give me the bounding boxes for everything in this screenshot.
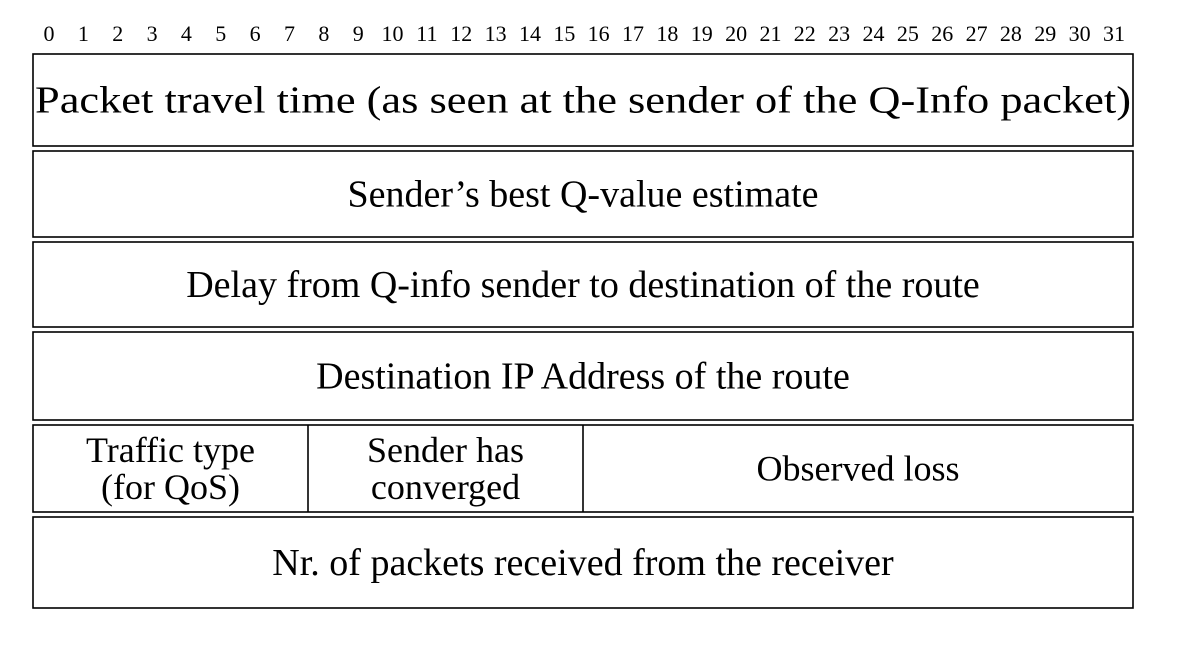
field-label: (for QoS) xyxy=(101,467,240,507)
bit-number-label: 25 xyxy=(897,21,919,46)
bit-number-label: 0 xyxy=(44,21,55,46)
row-border xyxy=(32,150,1134,238)
packet-field-table: Packet travel time (as seen at the sende… xyxy=(32,53,1134,609)
bit-number-label: 11 xyxy=(416,21,437,46)
packet-row: Destination IP Address of the route xyxy=(32,331,1134,421)
bit-number-label: 31 xyxy=(1103,21,1125,46)
field-label: Observed loss xyxy=(757,448,960,488)
bit-number-label: 10 xyxy=(382,21,404,46)
bit-number-label: 6 xyxy=(250,21,261,46)
bit-number-label: 19 xyxy=(691,21,713,46)
bit-number-label: 16 xyxy=(588,21,610,46)
bit-number-label: 26 xyxy=(931,21,953,46)
bit-number-label: 15 xyxy=(553,21,575,46)
bit-number-label: 1 xyxy=(78,21,89,46)
packet-row: Traffic type(for QoS) Sender hasconverged… xyxy=(32,424,1134,513)
field-label: Packet travel time (as seen at the sende… xyxy=(35,80,1131,122)
row-border xyxy=(32,53,1134,147)
field-label: Nr. of packets received from the receive… xyxy=(272,542,894,584)
bit-number-label: 20 xyxy=(725,21,747,46)
bit-number-label: 17 xyxy=(622,21,644,46)
field-label: Sender has xyxy=(367,430,524,470)
bit-number-label: 13 xyxy=(485,21,507,46)
field-label: converged xyxy=(371,467,520,507)
packet-row: Delay from Q-info sender to destination … xyxy=(32,241,1134,328)
field-label: Traffic type xyxy=(86,430,255,470)
row-border xyxy=(32,516,1134,609)
bit-number-label: 24 xyxy=(863,21,885,46)
bit-number-label: 18 xyxy=(656,21,678,46)
packet-row: Sender’s best Q-value estimate xyxy=(32,150,1134,238)
bit-number-label: 3 xyxy=(147,21,158,46)
bit-number-label: 28 xyxy=(1000,21,1022,46)
packet-row: Nr. of packets received from the receive… xyxy=(32,516,1134,609)
packet-row: Packet travel time (as seen at the sende… xyxy=(32,53,1134,147)
bit-number-label: 5 xyxy=(215,21,226,46)
row-border xyxy=(32,331,1134,421)
field-label: Sender’s best Q-value estimate xyxy=(348,174,819,216)
field-label: Delay from Q-info sender to destination … xyxy=(186,264,980,306)
bit-number-label: 9 xyxy=(353,21,364,46)
bit-number-label: 30 xyxy=(1069,21,1091,46)
bit-number-label: 22 xyxy=(794,21,816,46)
bit-number-label: 4 xyxy=(181,21,192,46)
bit-number-label: 14 xyxy=(519,21,541,46)
bit-number-label: 29 xyxy=(1034,21,1056,46)
row-border xyxy=(32,241,1134,328)
bit-number-label: 21 xyxy=(759,21,781,46)
bit-number-label: 27 xyxy=(966,21,988,46)
bit-number-label: 23 xyxy=(828,21,850,46)
bit-number-label: 7 xyxy=(284,21,295,46)
field-label: Destination IP Address of the route xyxy=(316,356,850,398)
bit-number-label: 8 xyxy=(318,21,329,46)
bit-number-label: 2 xyxy=(112,21,123,46)
bit-number-label: 12 xyxy=(450,21,472,46)
